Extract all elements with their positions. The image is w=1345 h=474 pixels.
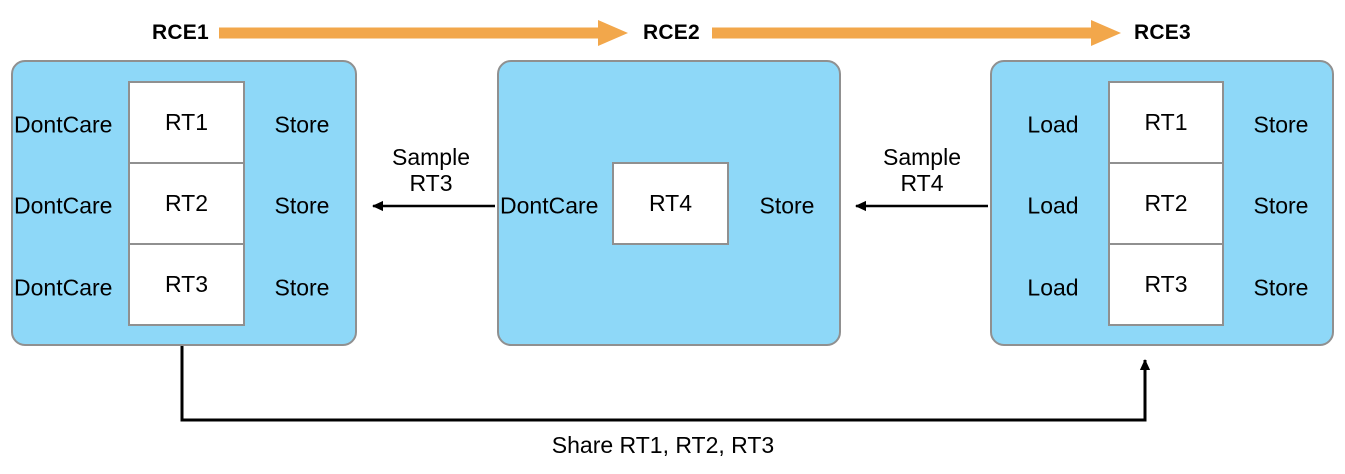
input-port-rce2-rt4: DontCare	[500, 192, 599, 219]
register-stack-rce1: RT1 RT2 RT3	[128, 81, 245, 326]
edge-label-sample-rt4-line2: RT4	[900, 169, 944, 196]
input-port-rce1-rt1: DontCare	[14, 111, 113, 138]
register-cell-rt1[interactable]: RT1	[130, 83, 243, 164]
phase-label-rce3: RCE3	[1134, 21, 1191, 44]
register-name-rt4: RT4	[648, 190, 693, 216]
output-port-rce2-rt4: Store	[759, 192, 815, 219]
register-name-rt2: RT2	[164, 190, 209, 216]
output-port-rce3-rt1: Store	[1253, 111, 1309, 138]
output-port-rce3-rt2: Store	[1253, 192, 1309, 219]
input-port-rce3-rt3: Load	[1027, 274, 1079, 301]
register-name-rt1: RT1	[164, 109, 209, 135]
edge-label-sample-rt4-line1: Sample	[883, 144, 961, 170]
register-cell-rce3-rt1[interactable]: RT1	[1110, 83, 1222, 164]
edge-label-share-registers: Share RT1, RT2, RT3	[551, 432, 775, 458]
input-port-rce3-rt2: Load	[1027, 192, 1079, 219]
register-name-rce3-rt3: RT3	[1144, 271, 1188, 297]
output-port-rce1-rt3: Store	[274, 274, 330, 301]
register-name-rce3-rt1: RT1	[1144, 109, 1188, 135]
phase-arrow-rce2-rce3	[712, 20, 1121, 46]
output-port-rce3-rt3: Store	[1253, 274, 1309, 301]
register-cell-rt4[interactable]: RT4	[614, 164, 727, 243]
edge-label-sample-rt3-line1: Sample	[392, 144, 470, 170]
register-cell-rce3-rt2[interactable]: RT2	[1110, 164, 1222, 245]
phase-label-rce1: RCE1	[152, 21, 209, 44]
input-port-rce1-rt2: DontCare	[14, 192, 113, 219]
register-stack-rce2: RT4	[612, 162, 729, 245]
register-cell-rce3-rt3[interactable]: RT3	[1110, 245, 1222, 324]
output-port-rce1-rt1: Store	[274, 111, 330, 138]
phase-label-rce2: RCE2	[643, 21, 700, 44]
edge-label-sample-rt4: Sample RT4	[857, 144, 987, 197]
edge-rce1-to-rce3	[180, 346, 1151, 422]
output-port-rce1-rt2: Store	[274, 192, 330, 219]
register-stack-rce3: RT1 RT2 RT3	[1108, 81, 1224, 326]
register-cell-rt3[interactable]: RT3	[130, 245, 243, 324]
register-name-rt3: RT3	[164, 271, 209, 297]
input-port-rce3-rt1: Load	[1027, 111, 1079, 138]
register-name-rce3-rt2: RT2	[1144, 190, 1188, 216]
input-port-rce1-rt3: DontCare	[14, 274, 113, 301]
edge-label-sample-rt3: Sample RT3	[366, 144, 496, 197]
edge-label-sample-rt3-line2: RT3	[409, 169, 453, 196]
phase-arrow-rce1-rce2	[219, 20, 628, 46]
register-cell-rt2[interactable]: RT2	[130, 164, 243, 245]
